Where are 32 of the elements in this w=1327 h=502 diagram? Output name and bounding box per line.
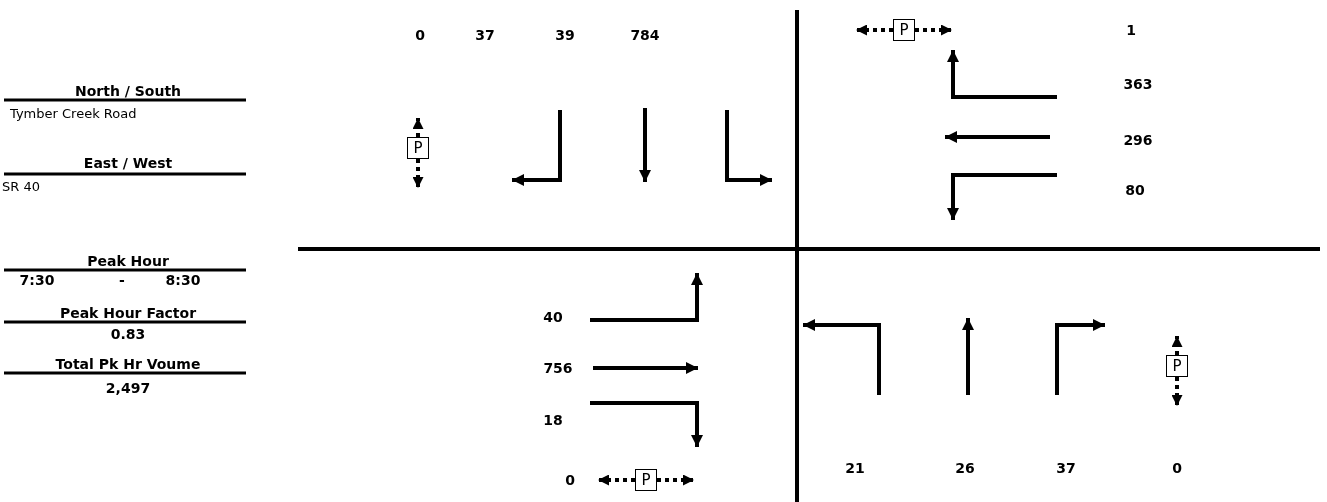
volume-count: 0 [565, 472, 575, 488]
volume-count: 0 [415, 27, 425, 43]
volume-count: 1 [1126, 22, 1136, 38]
heading: East / West [83, 155, 173, 171]
volume-count: 80 [1125, 182, 1145, 198]
pedestrian-box: P [893, 19, 915, 41]
pedestrian-box: P [635, 469, 657, 491]
volume-count: 37 [1056, 460, 1076, 476]
volume-count: 21 [845, 460, 865, 476]
volume-count: 26 [955, 460, 975, 476]
volume-count: 756 [543, 360, 573, 376]
volume-count: 39 [555, 27, 575, 43]
pedestrian-box: P [407, 137, 429, 159]
volume-count: 18 [543, 412, 563, 428]
dash: - [119, 272, 125, 288]
heading: Total Pk Hr Voume [55, 356, 201, 372]
value: 2,497 [105, 380, 151, 396]
time: 8:30 [165, 272, 201, 288]
heading: Peak Hour [87, 253, 169, 269]
volume-count: 0 [1172, 460, 1182, 476]
volume-count: 363 [1123, 76, 1153, 92]
street-name: Tymber Creek Road [10, 105, 137, 121]
volume-count: 296 [1123, 132, 1153, 148]
pedestrian-box: P [1166, 355, 1188, 377]
volume-count: 784 [630, 27, 660, 43]
volume-count: 40 [543, 309, 563, 325]
time: 7:30 [19, 272, 55, 288]
heading: Peak Hour Factor [59, 305, 197, 321]
street-name: SR 40 [2, 178, 40, 194]
heading: North / South [74, 83, 182, 99]
value: 0.83 [110, 326, 146, 342]
volume-count: 37 [475, 27, 495, 43]
